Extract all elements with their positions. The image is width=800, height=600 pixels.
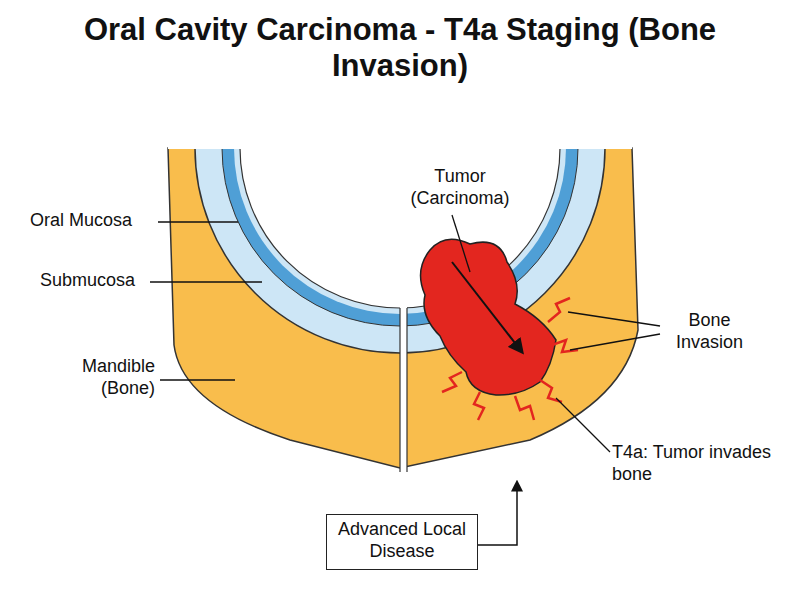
pointer-arrow [478, 482, 517, 545]
callout-box: Advanced Local Disease [326, 514, 478, 570]
part-label: Submucosa [40, 270, 148, 292]
part-label: Bone Invasion [662, 310, 757, 353]
box-text: Advanced Local Disease [335, 519, 469, 562]
tumor [421, 239, 556, 395]
top-edge [168, 147, 632, 149]
title: Oral Cavity Carcinoma - T4a Staging (Bon… [70, 12, 730, 83]
leader-lines [150, 215, 660, 452]
midline-edge [406, 308, 407, 472]
midline-gap [400, 300, 407, 475]
part-label: Mandible (Bone) [60, 356, 155, 399]
part-label: Oral Mucosa [30, 210, 158, 232]
spread-arrow [452, 262, 522, 352]
mucosa-band [222, 148, 578, 326]
part-label: Tumor (Carcinoma) [395, 166, 525, 209]
midline-edge [399, 308, 400, 472]
invasion-marks [442, 298, 578, 420]
stage-note: T4a: Tumor invades bone [612, 442, 787, 485]
